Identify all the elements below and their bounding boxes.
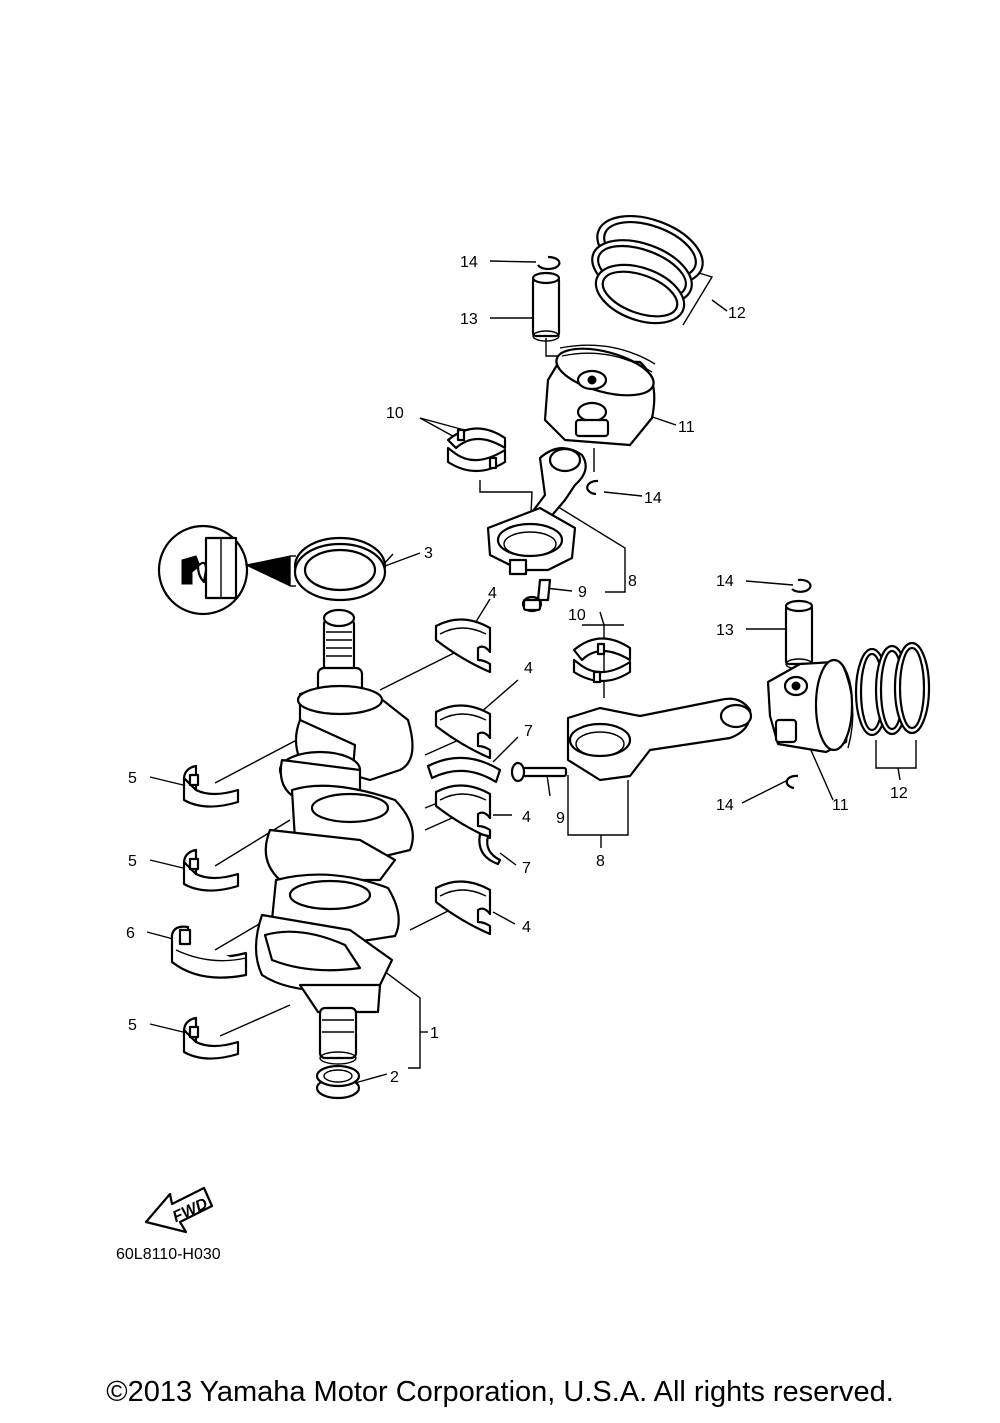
piston-pin-top — [531, 271, 561, 342]
callout-5-a: 5 — [128, 770, 137, 787]
callout-13-a: 13 — [460, 311, 478, 328]
main-bearing-1 — [182, 764, 240, 808]
callout-13-b: 13 — [716, 622, 734, 639]
callout-10-a: 10 — [386, 405, 404, 422]
rod-bolt-top — [521, 578, 552, 613]
callout-12-a: 12 — [728, 305, 746, 322]
bearing-halves-right — [572, 637, 632, 684]
copyright-notice: ©2013 Yamaha Motor Corporation, U.S.A. A… — [106, 1376, 894, 1408]
callout-8-a: 8 — [628, 573, 637, 590]
circlip-top — [537, 255, 561, 271]
main-bearing-upper-4 — [434, 618, 492, 674]
callout-12-b: 12 — [890, 785, 908, 802]
callout-3: 3 — [424, 545, 433, 562]
piston-top — [543, 344, 656, 447]
thrust-washer-lower — [478, 832, 502, 866]
callout-7-b: 7 — [522, 860, 531, 877]
callout-14-d: 14 — [716, 797, 734, 814]
callout-9-a: 9 — [578, 584, 587, 601]
circlip-right-lower — [785, 774, 799, 790]
callout-14-a: 14 — [460, 254, 478, 271]
callout-4-d: 4 — [522, 919, 531, 936]
callout-1: 1 — [430, 1025, 439, 1042]
main-bearing-upper-4c — [434, 784, 492, 840]
callout-14-c: 14 — [716, 573, 734, 590]
bearing-halves-top — [446, 427, 507, 473]
callout-11-a: 11 — [678, 419, 695, 436]
main-bearing-upper-4b — [434, 704, 492, 760]
forward-direction-arrow-icon: FWD — [144, 1186, 214, 1234]
main-bearing-upper-4d — [434, 880, 492, 936]
callout-8-b: 8 — [596, 853, 605, 870]
callout-4-b: 4 — [524, 660, 533, 677]
oil-seal — [293, 536, 387, 602]
callout-2: 2 — [390, 1069, 399, 1086]
callout-11-b: 11 — [832, 797, 849, 814]
callout-7-a: 7 — [524, 723, 533, 740]
main-bearing-2 — [182, 848, 240, 892]
connecting-rod-top — [486, 447, 587, 576]
crankshaft — [254, 608, 414, 1065]
thrust-main-bearing — [170, 925, 248, 979]
callout-5-c: 5 — [128, 1017, 137, 1034]
crankshaft-bush — [315, 1064, 361, 1100]
callout-14-b: 14 — [644, 490, 662, 507]
circlip-top-lower — [586, 479, 599, 496]
piston-right — [766, 658, 854, 754]
circlip-right — [791, 578, 812, 593]
callout-5-b: 5 — [128, 853, 137, 870]
oil-seal-detail-callout — [157, 524, 296, 616]
piston-pin-right — [784, 599, 814, 670]
piston-ring-set-top — [591, 215, 704, 325]
thrust-washer-upper — [426, 756, 502, 784]
drawing-code: 60L8110-H030 — [116, 1246, 221, 1263]
callout-4-a: 4 — [488, 585, 497, 602]
callout-numbers: 1 2 3 4 4 4 4 5 5 5 6 7 7 8 8 9 9 10 10 … — [126, 254, 908, 1086]
callout-6: 6 — [126, 925, 135, 942]
callout-9-b: 9 — [556, 810, 565, 827]
callout-10-b: 10 — [568, 607, 586, 624]
rod-bolt-right — [510, 761, 568, 783]
main-bearing-3 — [182, 1016, 240, 1060]
callout-4-c: 4 — [522, 809, 531, 826]
piston-ring-set-right — [854, 641, 931, 737]
connecting-rod-right — [566, 697, 753, 782]
